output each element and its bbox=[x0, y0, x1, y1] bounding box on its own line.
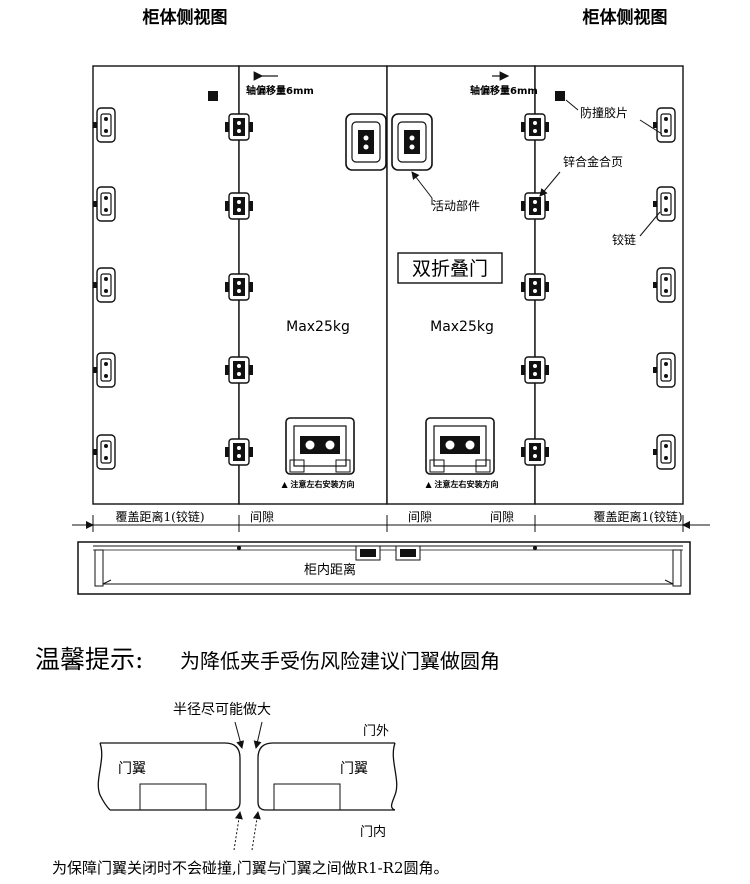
moving-part-label: 活动部件 bbox=[432, 198, 480, 213]
max-weight-left: Max25kg bbox=[286, 319, 350, 335]
hinge-icon bbox=[92, 107, 116, 143]
zinc-hinge-label: 锌合金合页 bbox=[563, 154, 623, 169]
hinge-icon bbox=[92, 186, 116, 222]
tips-heading: 温馨提示: bbox=[35, 645, 143, 674]
bifold-title: 双折叠门 bbox=[412, 258, 488, 280]
cabinet-top-view bbox=[77, 541, 691, 595]
zinc-hinge-icon bbox=[224, 438, 254, 466]
overlay-left-label: 覆盖距离1(铰链) bbox=[116, 509, 205, 524]
hinge-icon bbox=[92, 267, 116, 303]
zinc-hinge-icon bbox=[520, 273, 550, 301]
outside-label: 门外 bbox=[363, 724, 389, 739]
inside-label: 门内 bbox=[360, 824, 386, 840]
gap-label-2: 间隙 bbox=[408, 510, 432, 524]
wing-label-right: 门翼 bbox=[340, 761, 368, 777]
gap-label-3: 间隙 bbox=[490, 510, 514, 524]
zinc-hinge-icon bbox=[520, 113, 550, 141]
install-note-left: ▲ 注意左右安装方向 bbox=[282, 479, 355, 489]
bottom-hinge-left-icon bbox=[285, 417, 355, 475]
zinc-hinge-icon bbox=[224, 192, 254, 220]
bottom-hinge-right-icon bbox=[425, 417, 495, 475]
zinc-hinge-icon bbox=[520, 438, 550, 466]
zinc-hinge-icon bbox=[520, 356, 550, 384]
install-note-right: ▲ 注意左右安装方向 bbox=[426, 479, 499, 489]
gap-label-1: 间隙 bbox=[250, 510, 274, 524]
bifold-title-box bbox=[397, 252, 503, 284]
bumper-pad-left bbox=[208, 91, 218, 101]
dimension-row bbox=[72, 515, 710, 532]
zinc-hinge-icon bbox=[520, 192, 550, 220]
door-panels bbox=[92, 65, 684, 505]
radius-label: 半径尽可能做大 bbox=[173, 702, 271, 718]
shift-label-right: 轴偏移量6mm bbox=[470, 84, 538, 97]
panel-1 bbox=[92, 65, 240, 505]
hinge-label: 铰链 bbox=[612, 232, 636, 247]
shift-label-left: 轴偏移量6mm bbox=[246, 84, 314, 97]
hinge-icon bbox=[92, 352, 116, 388]
tips-text: 为降低夹手受伤风险建议门翼做圆角 bbox=[180, 649, 500, 673]
wing-label-left: 门翼 bbox=[118, 761, 146, 777]
overlay-right-label: 覆盖距离1(铰链) bbox=[594, 509, 683, 524]
footer-note: 为保障门翼关闭时不会碰撞,门翼与门翼之间做R1-R2圆角。 bbox=[52, 859, 449, 877]
zinc-hinge-icon bbox=[224, 113, 254, 141]
moving-part-left-icon bbox=[345, 113, 387, 171]
left-title: 柜体侧视图 bbox=[143, 7, 228, 28]
right-title: 柜体侧视图 bbox=[583, 7, 668, 28]
zinc-hinge-icon bbox=[224, 356, 254, 384]
max-weight-right: Max25kg bbox=[430, 319, 494, 335]
zinc-hinge-icon bbox=[224, 273, 254, 301]
bumper-label: 防撞胶片 bbox=[580, 105, 628, 120]
rounded-corner-diagram bbox=[97, 742, 398, 811]
inner-distance-label: 柜内距离 bbox=[304, 562, 356, 578]
hinge-icon bbox=[92, 434, 116, 470]
bumper-pad-right bbox=[555, 91, 565, 101]
moving-part-right-icon bbox=[391, 113, 433, 171]
